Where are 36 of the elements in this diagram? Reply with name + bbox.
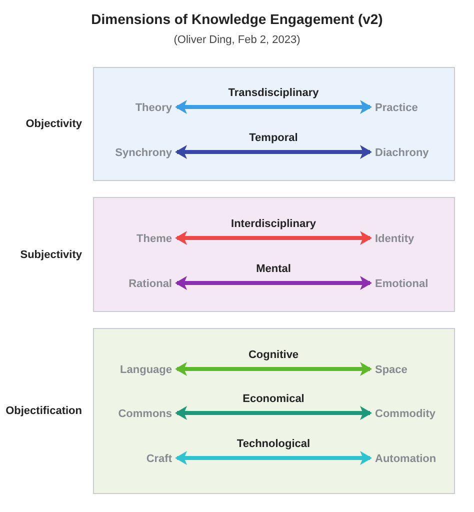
edge-label: Transdisciplinary — [228, 86, 319, 101]
edge-label: Economical — [242, 392, 304, 407]
edge-label: Cognitive — [248, 348, 299, 363]
diagram-subtitle: (Oliver Ding, Feb 2, 2023) — [174, 33, 300, 48]
pole-label: Rational — [128, 276, 172, 292]
double-arrow — [175, 406, 372, 420]
pole-label: Emotional — [375, 276, 428, 292]
pole-label: Theme — [136, 231, 172, 247]
pole-label: Language — [120, 362, 172, 378]
edge-label: Technological — [236, 437, 310, 452]
diagram-title: Dimensions of Knowledge Engagement (v2) — [91, 10, 383, 29]
edge-label: Interdisciplinary — [231, 217, 316, 232]
pole-label: Commodity — [375, 406, 436, 422]
double-arrow — [175, 100, 372, 114]
pole-label: Diachrony — [375, 145, 429, 161]
pole-label: Practice — [375, 100, 418, 116]
dimension-group-label: Objectification — [6, 404, 82, 419]
panel-box — [93, 197, 455, 312]
pole-label: Commons — [118, 406, 172, 422]
dimension-group-label: Objectivity — [26, 117, 82, 132]
pole-label: Automation — [375, 451, 436, 467]
double-arrow — [175, 362, 372, 376]
pole-label: Space — [375, 362, 408, 378]
pole-label: Identity — [375, 231, 414, 247]
double-arrow — [175, 276, 372, 290]
edge-label: Temporal — [249, 131, 298, 146]
pole-label: Theory — [135, 100, 172, 116]
pole-label: Craft — [146, 451, 172, 467]
panel-box — [93, 328, 455, 494]
dimension-group-label: Subjectivity — [20, 248, 82, 262]
edge-label: Mental — [256, 262, 291, 277]
double-arrow — [175, 145, 372, 159]
double-arrow — [175, 451, 372, 465]
pole-label: Synchrony — [115, 145, 172, 161]
panel-box — [93, 67, 455, 181]
double-arrow — [175, 231, 372, 245]
